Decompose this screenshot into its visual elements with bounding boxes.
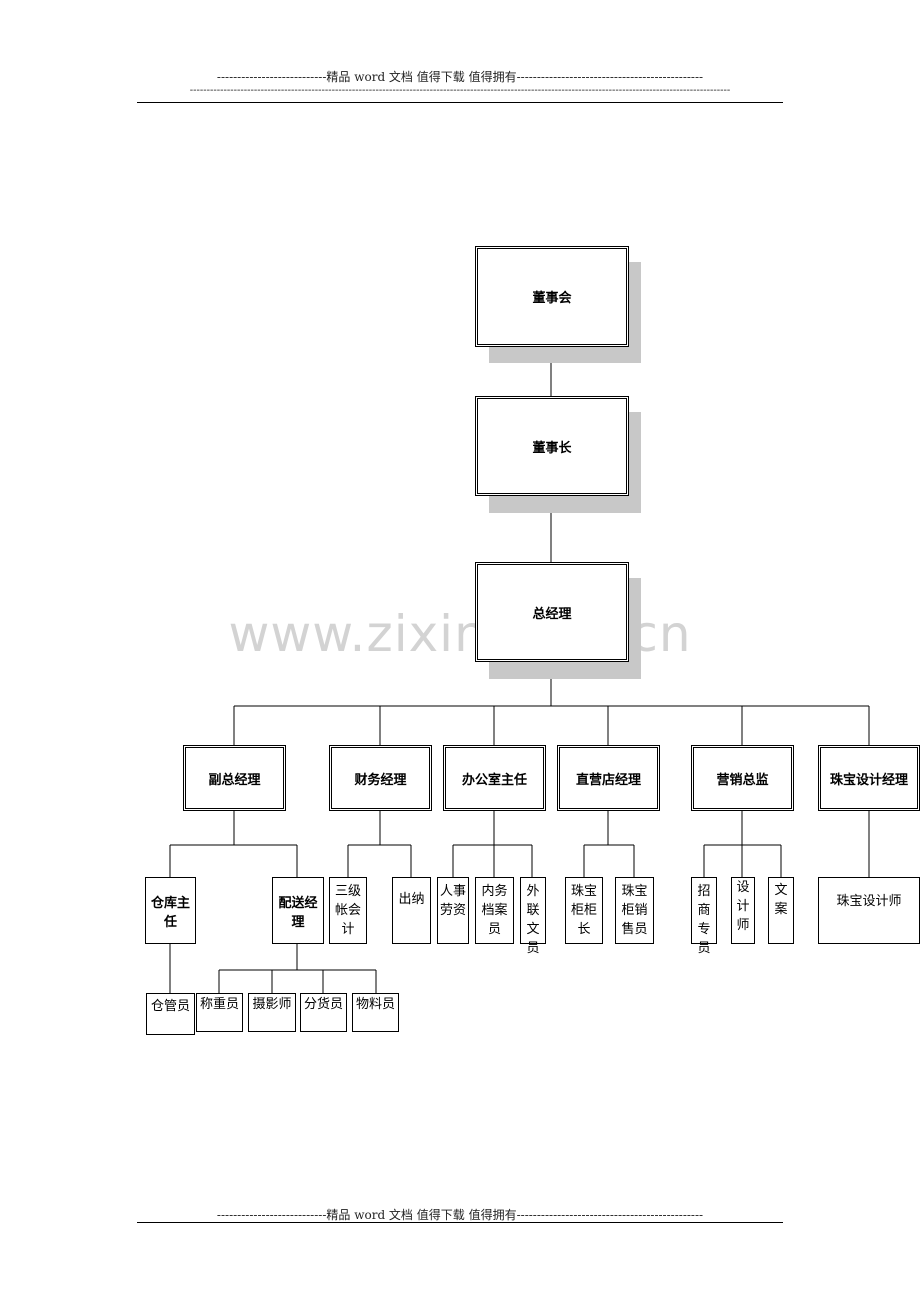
footer-dashes-right: ----------------------------------------… — [516, 1208, 704, 1222]
jewelry-designer-box: 珠宝设计师 — [818, 877, 920, 944]
finance-staff-box-1: 出纳 — [392, 877, 431, 944]
header-dash-line: ----------------------------------------… — [150, 85, 770, 96]
investment-specialist-label: 招商专员 — [697, 884, 711, 956]
footer-text: 精品 word 文档 值得下载 值得拥有 — [326, 1208, 517, 1222]
header-dashes-right: ----------------------------------------… — [516, 70, 704, 84]
delivery-staff-box-0: 称重员 — [196, 993, 243, 1032]
delivery-staff-box-2: 分货员 — [300, 993, 347, 1032]
header-rule — [137, 102, 783, 103]
warehouse-director-label: 仓库主任 — [150, 895, 190, 930]
warehouse-director-box: 仓库主任 — [145, 877, 196, 944]
hr-label: 人事劳资 — [439, 884, 466, 918]
materials-clerk-label: 物料员 — [355, 997, 395, 1012]
footer-dashes-left: --------------------------- — [216, 1208, 327, 1222]
copywriter-label: 文案 — [774, 882, 788, 917]
delivery-manager-label: 配送经理 — [278, 895, 318, 930]
marketing-staff-box-2: 文案 — [768, 877, 794, 944]
delivery-staff-box-1: 摄影师 — [248, 993, 296, 1032]
delivery-manager-box: 配送经理 — [272, 877, 324, 944]
sorter-label: 分货员 — [303, 997, 343, 1012]
chairman-label: 董事长 — [532, 440, 572, 456]
finance-manager-box: 财务经理 — [329, 745, 432, 811]
office-director-box: 办公室主任 — [443, 745, 546, 811]
counter-sales-label: 珠宝柜销售员 — [621, 884, 648, 937]
counter-head-label: 珠宝柜柜长 — [570, 884, 597, 937]
store-staff-box-1: 珠宝柜销售员 — [615, 877, 654, 944]
delivery-staff-box-3: 物料员 — [352, 993, 399, 1032]
liaison-clerk-label: 外联文员 — [526, 884, 540, 956]
archivist-label: 内务档案员 — [481, 884, 508, 937]
marketing-staff-box-0: 招商专员 — [691, 877, 717, 956]
store-manager-box: 直营店经理 — [557, 745, 660, 811]
marketing-staff-box-1: 设计师 — [731, 877, 755, 944]
board-label: 董事会 — [532, 291, 572, 306]
warehouse-keeper-label: 仓管员 — [150, 999, 190, 1014]
jewelry-designer-label: 珠宝设计师 — [836, 894, 902, 909]
office-staff-box-2: 外联文员 — [520, 877, 546, 956]
photographer-label: 摄影师 — [252, 997, 292, 1012]
office-staff-box-0: 人事劳资 — [437, 877, 469, 944]
store-staff-box-0: 珠宝柜柜长 — [565, 877, 603, 944]
gm-box: 总经理 — [475, 562, 629, 662]
cashier-label: 出纳 — [398, 892, 425, 907]
finance-staff-box-0: 三级帐会计 — [329, 877, 367, 944]
design-manager-label: 珠宝设计经理 — [829, 772, 908, 788]
gm-label: 总经理 — [532, 606, 572, 622]
weigher-label: 称重员 — [199, 997, 239, 1012]
design-manager-box: 珠宝设计经理 — [818, 745, 920, 811]
store-manager-label: 直营店经理 — [575, 772, 641, 788]
page-footer: ---------------------------精品 word 文档 值得… — [0, 1206, 920, 1223]
footer-rule — [137, 1222, 783, 1223]
marketing-director-label: 营销总监 — [716, 772, 769, 788]
page-header: ---------------------------精品 word 文档 值得… — [0, 68, 920, 85]
accountant-label: 三级帐会计 — [334, 884, 361, 937]
vice-gm-label: 副总经理 — [208, 772, 261, 788]
marketing-director-box: 营销总监 — [691, 745, 794, 811]
header-dashes-left: --------------------------- — [216, 70, 327, 84]
office-staff-box-1: 内务档案员 — [475, 877, 514, 944]
warehouse-keeper-box: 仓管员 — [146, 993, 195, 1035]
finance-manager-label: 财务经理 — [354, 772, 407, 788]
vice-gm-box: 副总经理 — [183, 745, 286, 811]
header-text: 精品 word 文档 值得下载 值得拥有 — [326, 70, 517, 84]
board-box: 董事会 — [475, 246, 629, 347]
chairman-box: 董事长 — [475, 396, 629, 496]
header-line2: ----------------------------------------… — [189, 85, 731, 96]
office-director-label: 办公室主任 — [461, 772, 527, 788]
designer-label: 设计师 — [736, 880, 750, 933]
